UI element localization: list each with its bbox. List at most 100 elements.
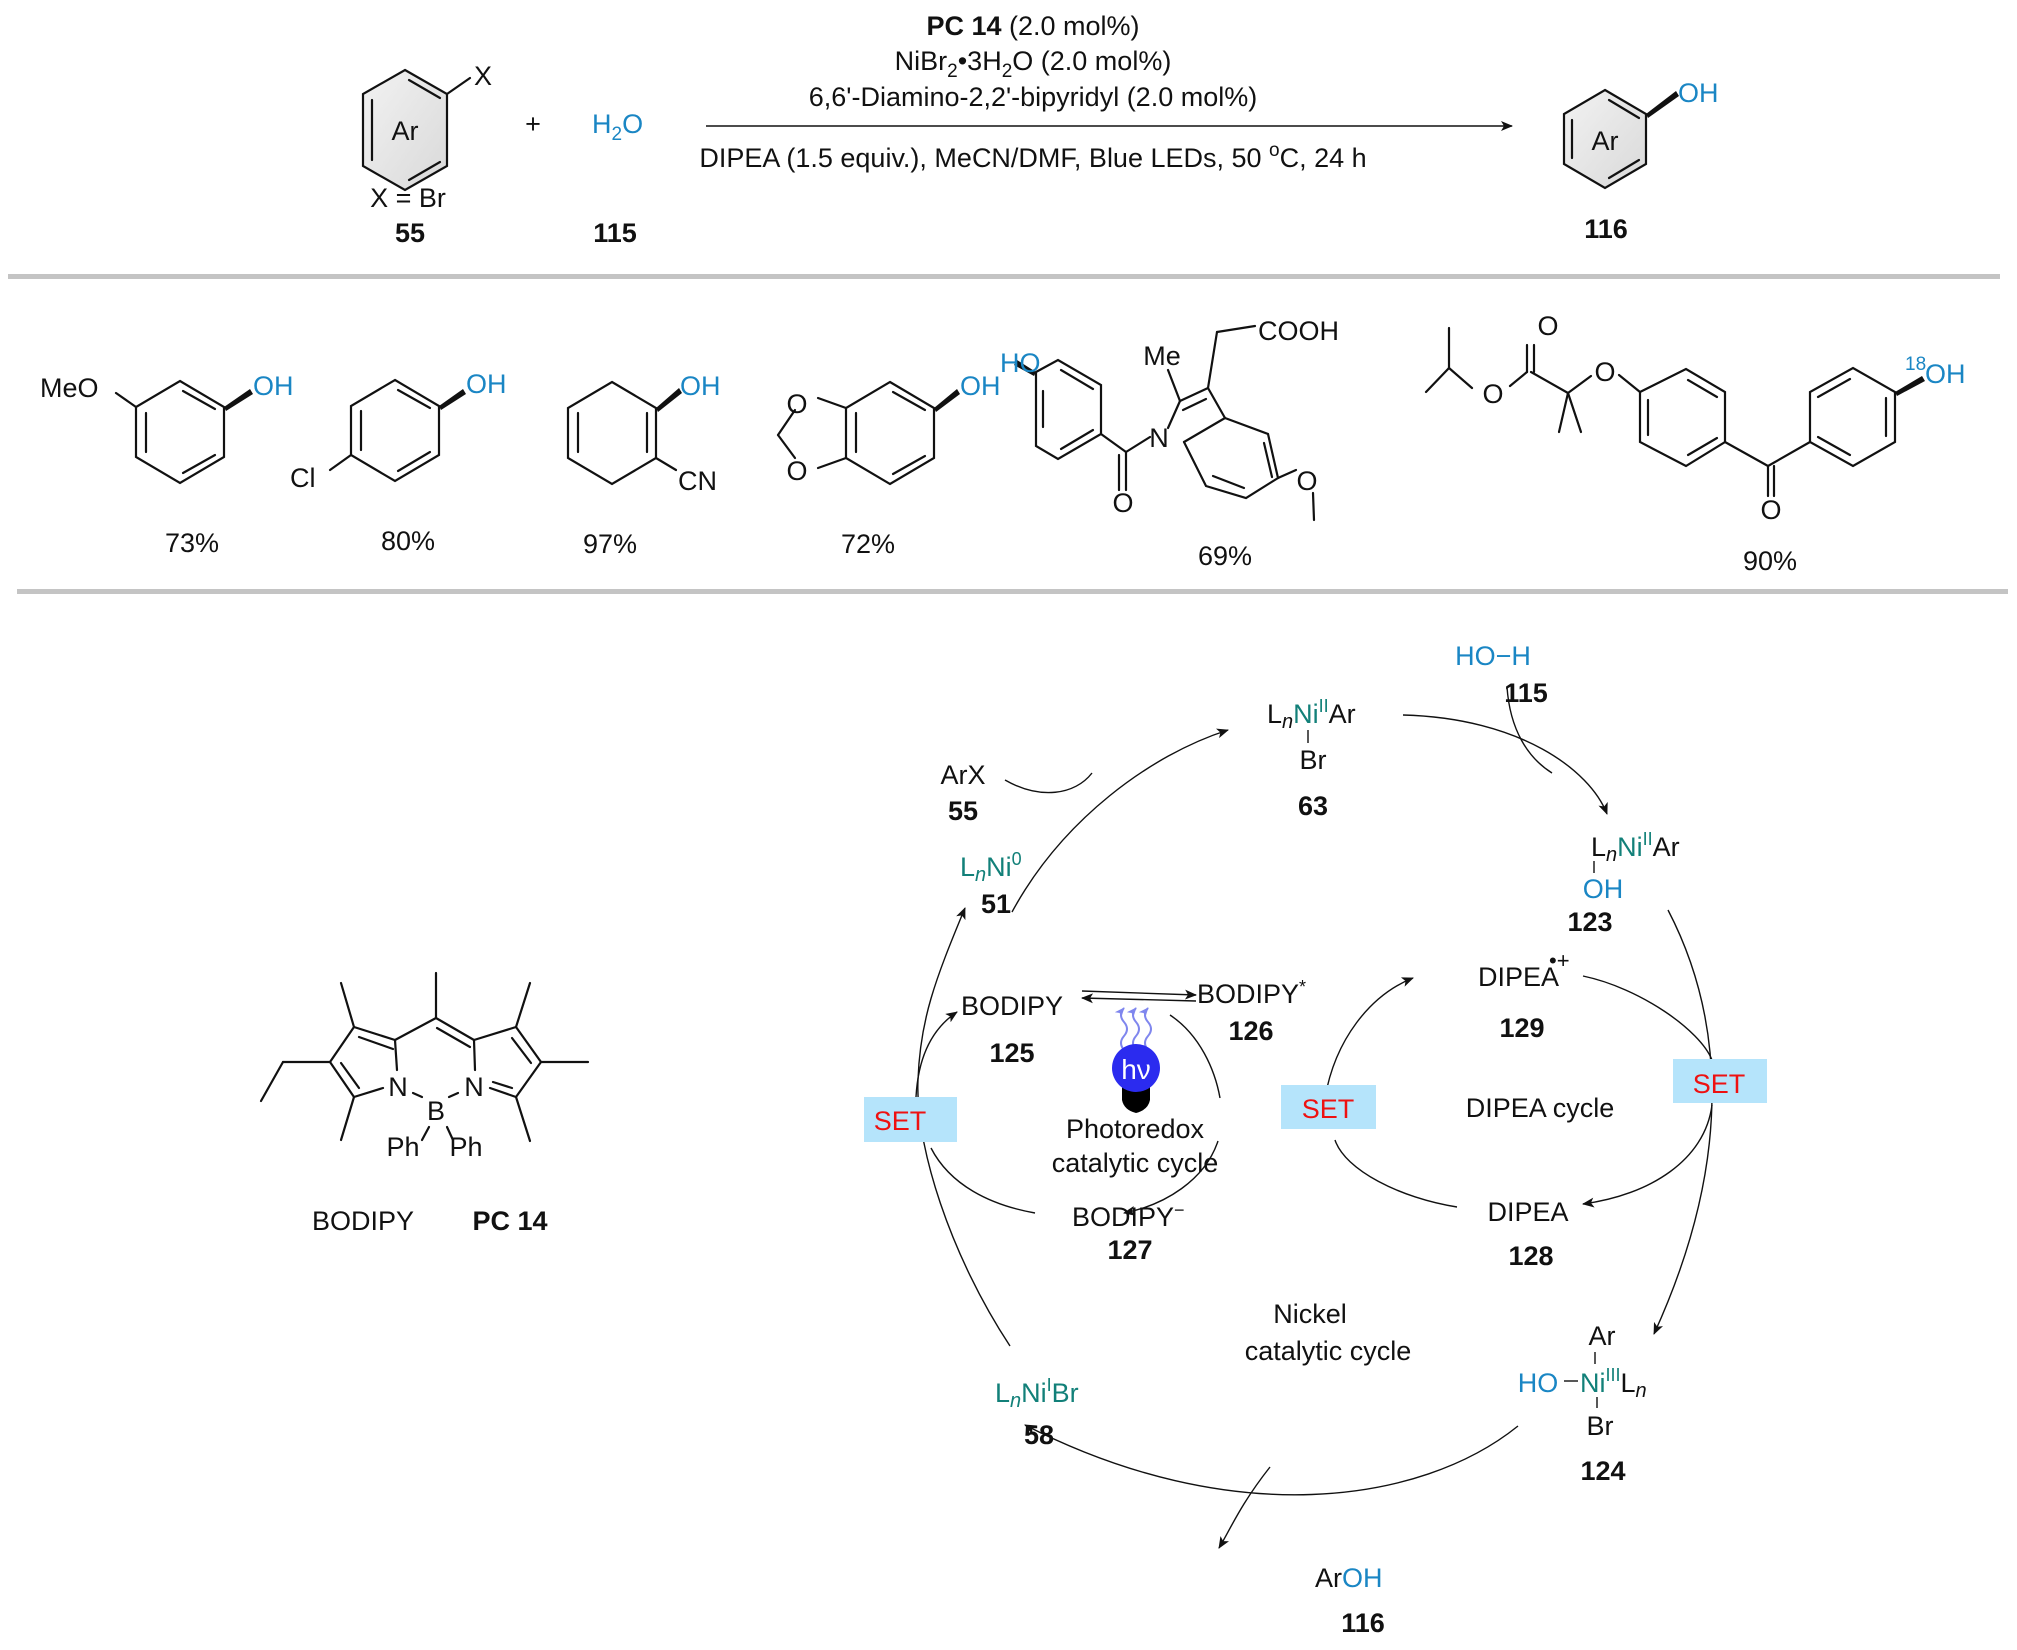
phenyl-label: Ph bbox=[449, 1132, 482, 1162]
arrow-water-entry bbox=[1506, 686, 1553, 774]
water-reagent: H2O 115 bbox=[592, 109, 643, 248]
hydroxyl-label: HO bbox=[1000, 348, 1041, 378]
water-label: HO−H bbox=[1455, 641, 1531, 671]
svg-text:SET: SET bbox=[874, 1106, 927, 1136]
ring-label: Ar bbox=[1592, 126, 1619, 156]
condition-photocatalyst: PC 14 (2.0 mol%) bbox=[926, 11, 1139, 41]
svg-text:catalytic cycle: catalytic cycle bbox=[1052, 1148, 1219, 1178]
reaction-equation: Ar X X = Br 55 + H2O 115 PC 14 (2.0 mol%… bbox=[361, 11, 1719, 248]
substituent-label: X bbox=[474, 61, 492, 91]
dipea-label: DIPEA bbox=[1487, 1197, 1568, 1227]
compound-number-63: 63 bbox=[1298, 791, 1328, 821]
bodipy-label: BODIPY bbox=[961, 991, 1063, 1021]
compound-number-126: 126 bbox=[1228, 1016, 1273, 1046]
substrate-2-hydroxybenzonitrile: OH CN 97% bbox=[566, 371, 721, 559]
set-label-left: SET bbox=[864, 1097, 957, 1142]
hydroxyl-label: OH bbox=[1925, 359, 1966, 389]
bodipy-reduced-label: BODIPY− bbox=[1072, 1200, 1185, 1232]
compound-number-127: 127 bbox=[1107, 1235, 1152, 1265]
arrow-product-release bbox=[1218, 1466, 1271, 1549]
species-ni2-bromide: LnNiIIAr Br 63 bbox=[1267, 696, 1356, 821]
catalytic-cycles: SET SET SET hν LnNi0 51 ArX 55 bbox=[864, 641, 1767, 1638]
ni1-formula: LnNiIBr bbox=[995, 1375, 1079, 1412]
svg-text:Nickel: Nickel bbox=[1273, 1299, 1347, 1329]
set-label-center: SET bbox=[1281, 1085, 1376, 1129]
species-ni0: LnNi0 51 bbox=[960, 849, 1022, 919]
nickel-cycle-title: Nickel catalytic cycle bbox=[1245, 1299, 1412, 1366]
phenol-product-structure: Ar OH 116 bbox=[1562, 78, 1719, 244]
bromide-label: Br bbox=[1587, 1411, 1614, 1441]
hydroxyl-label: OH bbox=[1678, 78, 1719, 108]
nitrogen-label: N bbox=[1149, 423, 1169, 453]
divider-top bbox=[8, 274, 2000, 279]
species-ni2-hydroxide: LnNiIIAr OH 123 bbox=[1567, 829, 1679, 937]
ni2br-formula: LnNiIIAr bbox=[1267, 696, 1356, 733]
carbonyl-oxygen-label: O bbox=[1112, 488, 1133, 518]
dipea-radical-label: DIPEA•+ bbox=[1478, 948, 1570, 992]
bodipy-excited-label: BODIPY* bbox=[1197, 977, 1306, 1009]
species-ni1: LnNiIBr 58 bbox=[995, 1375, 1079, 1450]
yield-label: 97% bbox=[583, 529, 637, 559]
ring-label: Ar bbox=[392, 116, 419, 146]
species-arx: ArX 55 bbox=[940, 760, 985, 826]
hydroxo-label: HO bbox=[1518, 1368, 1559, 1398]
species-ni3: Ar HO NiIIILn Br 124 bbox=[1518, 1321, 1647, 1486]
methoxy-oxygen-label: O bbox=[1296, 466, 1317, 496]
compound-number-124: 124 bbox=[1580, 1456, 1625, 1486]
chloro-label: Cl bbox=[290, 463, 316, 493]
condition-nickel-salt: NiBr2•3H2O (2.0 mol%) bbox=[895, 46, 1172, 82]
substrate-4-chlorophenol: Cl OH 80% bbox=[290, 369, 507, 556]
compound-number-129: 129 bbox=[1499, 1013, 1544, 1043]
hydroxyl-label: OH bbox=[680, 371, 721, 401]
arrow-oxidation-to-ni3 bbox=[1653, 909, 1713, 1335]
condition-ligand: 6,6'-Diamino-2,2'-bipyridyl (2.0 mol%) bbox=[809, 82, 1257, 112]
plus-sign: + bbox=[525, 109, 541, 139]
methoxy-label: MeO bbox=[40, 373, 99, 403]
aryl-halide-structure: Ar X X = Br 55 bbox=[361, 61, 492, 248]
aryl-label: Ar bbox=[1589, 1321, 1616, 1351]
yield-label: 73% bbox=[165, 528, 219, 558]
compound-number-123: 123 bbox=[1567, 907, 1612, 937]
hydroxide-label: OH bbox=[1583, 874, 1624, 904]
compound-number-116: 116 bbox=[1341, 1608, 1385, 1638]
product-formula: ArOH bbox=[1315, 1563, 1383, 1593]
arrow-set-to-dipea-radical bbox=[1324, 977, 1414, 1099]
species-water: HO−H 115 bbox=[1455, 641, 1548, 708]
svg-text:SET: SET bbox=[1693, 1069, 1746, 1099]
hydroxyl-label: OH bbox=[253, 371, 294, 401]
arrow-relaxation bbox=[1081, 993, 1197, 1004]
arrow-reductive-elimination bbox=[1024, 1424, 1519, 1496]
substituent-definition: X = Br bbox=[370, 183, 446, 213]
arrow-excited-to-set bbox=[1169, 1014, 1221, 1099]
oxygen-label: O bbox=[786, 456, 807, 486]
compound-number-116: 116 bbox=[1584, 214, 1628, 244]
arrow-dipea-to-set bbox=[1334, 1139, 1458, 1208]
carboxylic-acid-label: COOH bbox=[1258, 316, 1339, 346]
species-dipea-radical-cation: DIPEA•+ 129 bbox=[1478, 948, 1570, 1043]
yield-label: 69% bbox=[1198, 541, 1252, 571]
svg-text:catalytic cycle: catalytic cycle bbox=[1245, 1336, 1412, 1366]
arrow-ligand-exchange bbox=[1402, 714, 1608, 815]
light-label: hν bbox=[1121, 1054, 1151, 1085]
svg-text:Photoredox: Photoredox bbox=[1066, 1114, 1205, 1144]
compound-number-51: 51 bbox=[981, 889, 1011, 919]
water-formula: H2O bbox=[592, 109, 643, 145]
compound-number-58: 58 bbox=[1024, 1420, 1054, 1450]
photoredox-cycle-title: Photoredox catalytic cycle bbox=[1052, 1114, 1219, 1178]
photocatalyst-structure: N N B Ph Ph BODIPY PC 14 bbox=[259, 971, 590, 1236]
substrate-scope: MeO OH 73% Cl OH 80% OH CN 97% bbox=[40, 311, 1966, 576]
arrow-excitation bbox=[1081, 989, 1197, 1000]
arrow-set-to-reduced bbox=[1123, 1140, 1219, 1216]
arrow-ni1-to-ni0 bbox=[917, 907, 1011, 1347]
boron-label: B bbox=[427, 1096, 445, 1126]
compound-number-115: 115 bbox=[593, 218, 637, 248]
arrow-set-to-bodipy bbox=[915, 1011, 958, 1098]
compound-number-128: 128 bbox=[1508, 1241, 1553, 1271]
photocatalyst-code: PC 14 bbox=[472, 1206, 547, 1236]
substrate-fenofibrate-18O-phenol: O O O O 18 OH 90% bbox=[1424, 311, 1966, 576]
compound-number-125: 125 bbox=[989, 1038, 1034, 1068]
species-bodipy-reduced: BODIPY− 127 bbox=[1072, 1200, 1185, 1265]
substrate-sesamol: O O OH 72% bbox=[776, 371, 1001, 559]
arx-label: ArX bbox=[940, 760, 985, 790]
